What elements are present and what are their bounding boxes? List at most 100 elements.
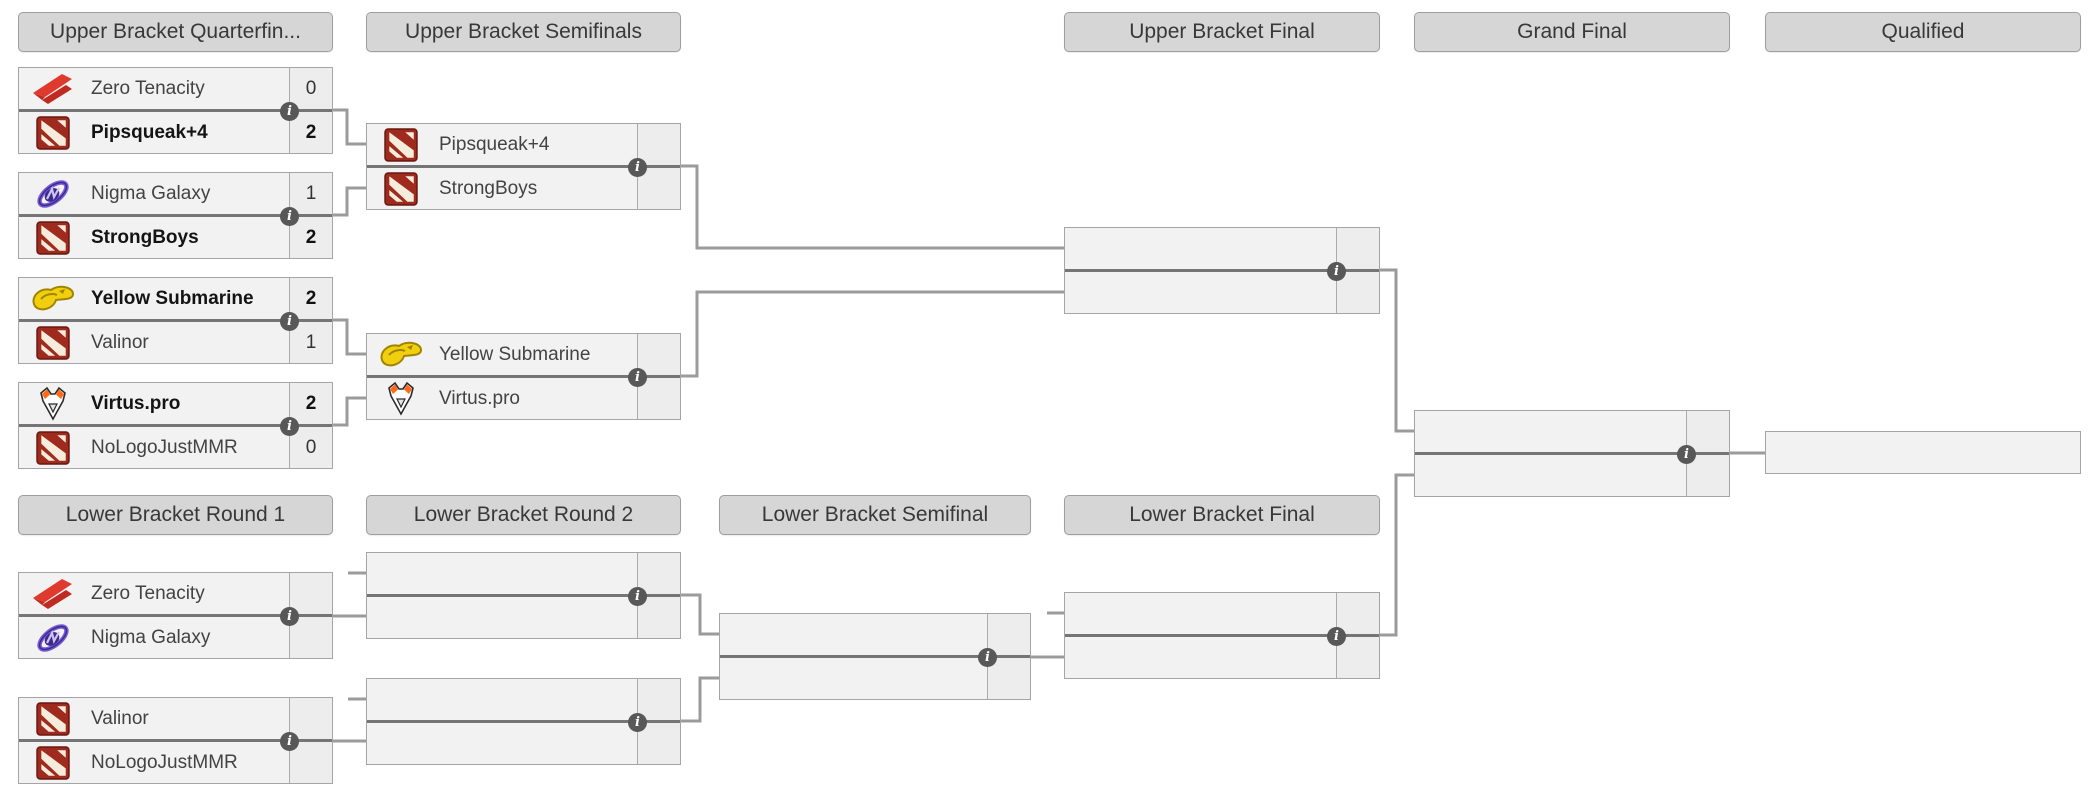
team-row	[367, 679, 680, 723]
info-icon[interactable]: i	[280, 732, 299, 751]
team-row[interactable]: Valinor	[19, 698, 332, 742]
yellow-submarine-logo-icon[interactable]	[377, 336, 425, 374]
team-row[interactable]: NoLogoJustMMR	[19, 742, 332, 783]
score-cell: 2	[289, 112, 332, 153]
match-ub-sf-2: Yellow Submarine Virtus.pro i	[366, 333, 681, 420]
virtus-pro-logo-icon[interactable]	[377, 380, 425, 418]
team-name[interactable]: Pipsqueak+4	[91, 121, 208, 143]
team-row[interactable]: Pipsqueak+4 2	[19, 112, 332, 153]
info-icon[interactable]: i	[280, 417, 299, 436]
info-icon[interactable]: i	[628, 587, 647, 606]
team-row	[1766, 432, 2080, 473]
header-label: Upper Bracket Final	[1129, 20, 1315, 43]
info-icon[interactable]: i	[280, 102, 299, 121]
team-name[interactable]: NoLogoJustMMR	[91, 751, 238, 773]
team-name[interactable]: Nigma Galaxy	[91, 182, 211, 204]
zero-tenacity-logo-icon[interactable]	[29, 575, 77, 613]
team-name[interactable]: Yellow Submarine	[439, 343, 591, 365]
score-cell	[637, 679, 680, 720]
team-row[interactable]: Virtus.pro 2	[19, 383, 332, 427]
score-cell	[289, 698, 332, 739]
info-icon[interactable]: i	[628, 713, 647, 732]
dota-logo-icon[interactable]	[29, 324, 77, 362]
team-row	[1065, 228, 1379, 272]
team-name[interactable]: Zero Tenacity	[91, 77, 205, 99]
header-lb-round-2: Lower Bracket Round 2	[366, 495, 681, 535]
score-cell	[1336, 272, 1379, 313]
dota-logo-icon[interactable]	[29, 744, 77, 782]
info-icon[interactable]: i	[1327, 627, 1346, 646]
score-cell: 0	[289, 68, 332, 109]
score-cell	[637, 597, 680, 638]
virtus-pro-logo-icon[interactable]	[29, 385, 77, 423]
score-cell	[637, 723, 680, 764]
info-icon[interactable]: i	[280, 207, 299, 226]
nigma-galaxy-logo-icon[interactable]	[29, 619, 77, 657]
team-row[interactable]: Pipsqueak+4	[367, 124, 680, 168]
team-name[interactable]: Virtus.pro	[91, 392, 181, 414]
dota-logo-icon[interactable]	[29, 429, 77, 467]
score-cell	[1336, 593, 1379, 634]
score-cell	[987, 658, 1030, 699]
team-row[interactable]: NoLogoJustMMR 0	[19, 427, 332, 468]
team-row[interactable]: Valinor 1	[19, 322, 332, 363]
dota-logo-icon[interactable]	[29, 700, 77, 738]
score-cell	[1336, 637, 1379, 678]
score-cell: 1	[289, 322, 332, 363]
header-ub-final: Upper Bracket Final	[1064, 12, 1380, 52]
info-icon[interactable]: i	[628, 158, 647, 177]
score-cell: 2	[289, 383, 332, 424]
dota-logo-icon[interactable]	[377, 170, 425, 208]
score-cell	[637, 124, 680, 165]
nigma-galaxy-logo-icon[interactable]	[29, 175, 77, 213]
yellow-submarine-logo-icon[interactable]	[29, 280, 77, 318]
score-cell	[289, 573, 332, 614]
team-name[interactable]: Nigma Galaxy	[91, 626, 211, 648]
team-name[interactable]: Zero Tenacity	[91, 582, 205, 604]
score-cell	[289, 742, 332, 783]
score-cell	[987, 614, 1030, 655]
match-ub-final: i	[1064, 227, 1380, 314]
info-icon[interactable]: i	[1677, 445, 1696, 464]
info-icon[interactable]: i	[280, 607, 299, 626]
info-icon[interactable]: i	[280, 312, 299, 331]
team-name[interactable]: Pipsqueak+4	[439, 133, 550, 155]
team-name[interactable]: StrongBoys	[91, 226, 199, 248]
info-icon[interactable]: i	[978, 648, 997, 667]
dota-logo-icon[interactable]	[377, 126, 425, 164]
header-lb-final: Lower Bracket Final	[1064, 495, 1380, 535]
score-cell: 1	[289, 173, 332, 214]
team-row[interactable]: Zero Tenacity	[19, 573, 332, 617]
team-row[interactable]: Zero Tenacity 0	[19, 68, 332, 112]
team-row[interactable]: StrongBoys	[367, 168, 680, 209]
header-label: Qualified	[1881, 20, 1965, 43]
info-icon[interactable]: i	[628, 368, 647, 387]
team-row[interactable]: Nigma Galaxy 1	[19, 173, 332, 217]
header-label: Grand Final	[1517, 20, 1627, 43]
header-label: Lower Bracket Round 1	[65, 503, 286, 526]
team-name[interactable]: Yellow Submarine	[91, 287, 254, 309]
score-cell: 0	[289, 427, 332, 468]
team-name[interactable]: Virtus.pro	[439, 387, 520, 409]
info-icon[interactable]: i	[1327, 262, 1346, 281]
team-row[interactable]: Yellow Submarine	[367, 334, 680, 378]
team-row	[367, 723, 680, 764]
team-name[interactable]: Valinor	[91, 331, 149, 353]
dota-logo-icon[interactable]	[29, 219, 77, 257]
zero-tenacity-logo-icon[interactable]	[29, 70, 77, 108]
team-name[interactable]: StrongBoys	[439, 177, 538, 199]
team-row[interactable]: Nigma Galaxy	[19, 617, 332, 658]
team-row[interactable]: Virtus.pro	[367, 378, 680, 419]
team-row	[1415, 455, 1729, 496]
header-ub-quarterfinals: Upper Bracket Quarterfin...	[18, 12, 333, 52]
team-name[interactable]: NoLogoJustMMR	[91, 436, 238, 458]
match-lb-r1-m1: Zero Tenacity Nigma Galaxy i	[18, 572, 333, 659]
dota-logo-icon[interactable]	[29, 114, 77, 152]
team-name[interactable]: Valinor	[91, 707, 149, 729]
header-label: Lower Bracket Semifinal	[761, 503, 989, 526]
header-label: Upper Bracket Quarterfin...	[50, 20, 301, 43]
